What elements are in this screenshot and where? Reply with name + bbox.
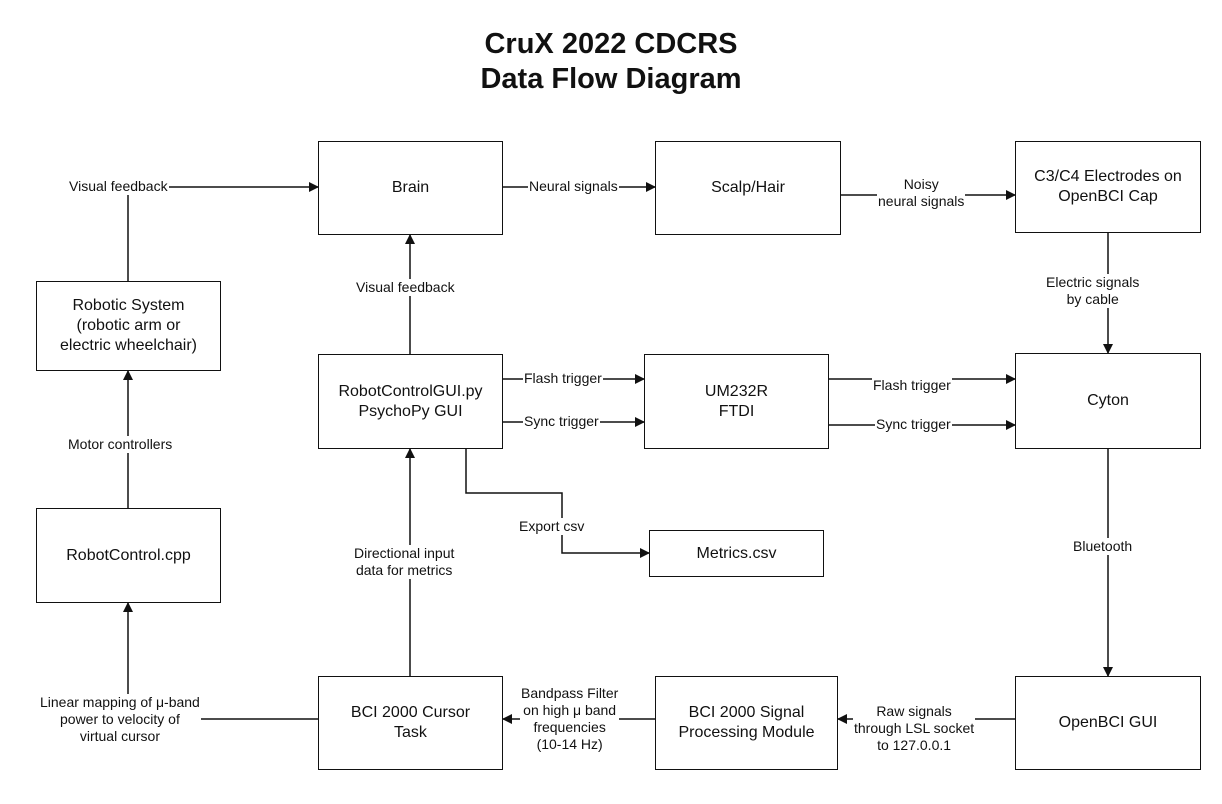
edge-label-sync-trigger-1: Sync trigger (523, 413, 600, 430)
node-gui-label: RobotControlGUI.py PsychoPy GUI (338, 382, 483, 420)
edge-label-visual-feedback-gui: Visual feedback (355, 279, 456, 296)
node-openbci-gui: OpenBCI GUI (1015, 676, 1201, 770)
node-cyton-label: Cyton (1087, 392, 1129, 409)
node-electrodes-label: C3/C4 Electrodes on OpenBCI Cap (1034, 168, 1182, 205)
edge-label-directional-input: Directional input data for metrics (353, 545, 456, 579)
edge-label-linear-mapping: Linear mapping of μ-band power to veloci… (39, 694, 201, 745)
node-electrodes: C3/C4 Electrodes on OpenBCI Cap (1015, 141, 1201, 233)
diagram-title-line-2: Data Flow Diagram (480, 63, 742, 95)
node-cursor-task-label: BCI 2000 Cursor Task (350, 704, 471, 741)
edge-label-visual-feedback-top: Visual feedback (68, 178, 169, 195)
node-brain: Brain (318, 141, 503, 235)
edge-gui-to-metrics (465, 449, 650, 558)
edge-label-electric-signals: Electric signals by cable (1045, 274, 1141, 308)
node-scalp-hair-label: Scalp/Hair (711, 179, 785, 196)
node-metrics: Metrics.csv (649, 530, 824, 577)
edge-label-bandpass-filter: Bandpass Filter on high μ band frequenci… (520, 685, 620, 753)
node-gui: RobotControlGUI.py PsychoPy GUI (318, 354, 503, 449)
diagram-title-line-1: CruX 2022 CDCRS (484, 28, 738, 60)
node-ftdi: UM232R FTDI (644, 354, 829, 449)
edge-robotic-to-brain (127, 182, 319, 281)
node-robotic-system-label: Robotic System (robotic arm or electric … (60, 297, 197, 354)
node-cyton: Cyton (1015, 353, 1201, 449)
node-signal-processing-label: BCI 2000 Signal Processing Module (678, 704, 815, 741)
edge-label-neural-signals: Neural signals (528, 178, 619, 195)
edge-label-motor-controllers: Motor controllers (67, 436, 174, 453)
edge-label-noisy-neural-signals: Noisy neural signals (877, 176, 966, 210)
node-metrics-label: Metrics.csv (696, 544, 777, 562)
node-robot-control-label: RobotControl.cpp (66, 546, 191, 564)
node-openbci-gui-label: OpenBCI GUI (1058, 714, 1158, 731)
edge-label-raw-signals: Raw signals through LSL socket to 127.0.… (853, 703, 976, 754)
edge-label-sync-trigger-2: Sync trigger (875, 416, 952, 433)
edge-label-bluetooth: Bluetooth (1072, 538, 1134, 555)
node-cursor-task: BCI 2000 Cursor Task (318, 676, 503, 770)
node-scalp-hair: Scalp/Hair (655, 141, 841, 235)
node-brain-label: Brain (391, 179, 430, 196)
node-ftdi-label: UM232R FTDI (704, 382, 769, 420)
edge-label-flash-trigger-2: Flash trigger (872, 377, 952, 394)
node-robot-control: RobotControl.cpp (36, 508, 221, 603)
node-robotic-system: Robotic System (robotic arm or electric … (36, 281, 221, 371)
edge-label-export-csv: Export csv (518, 518, 586, 535)
node-signal-processing: BCI 2000 Signal Processing Module (655, 676, 838, 770)
edge-label-flash-trigger-1: Flash trigger (523, 370, 603, 387)
